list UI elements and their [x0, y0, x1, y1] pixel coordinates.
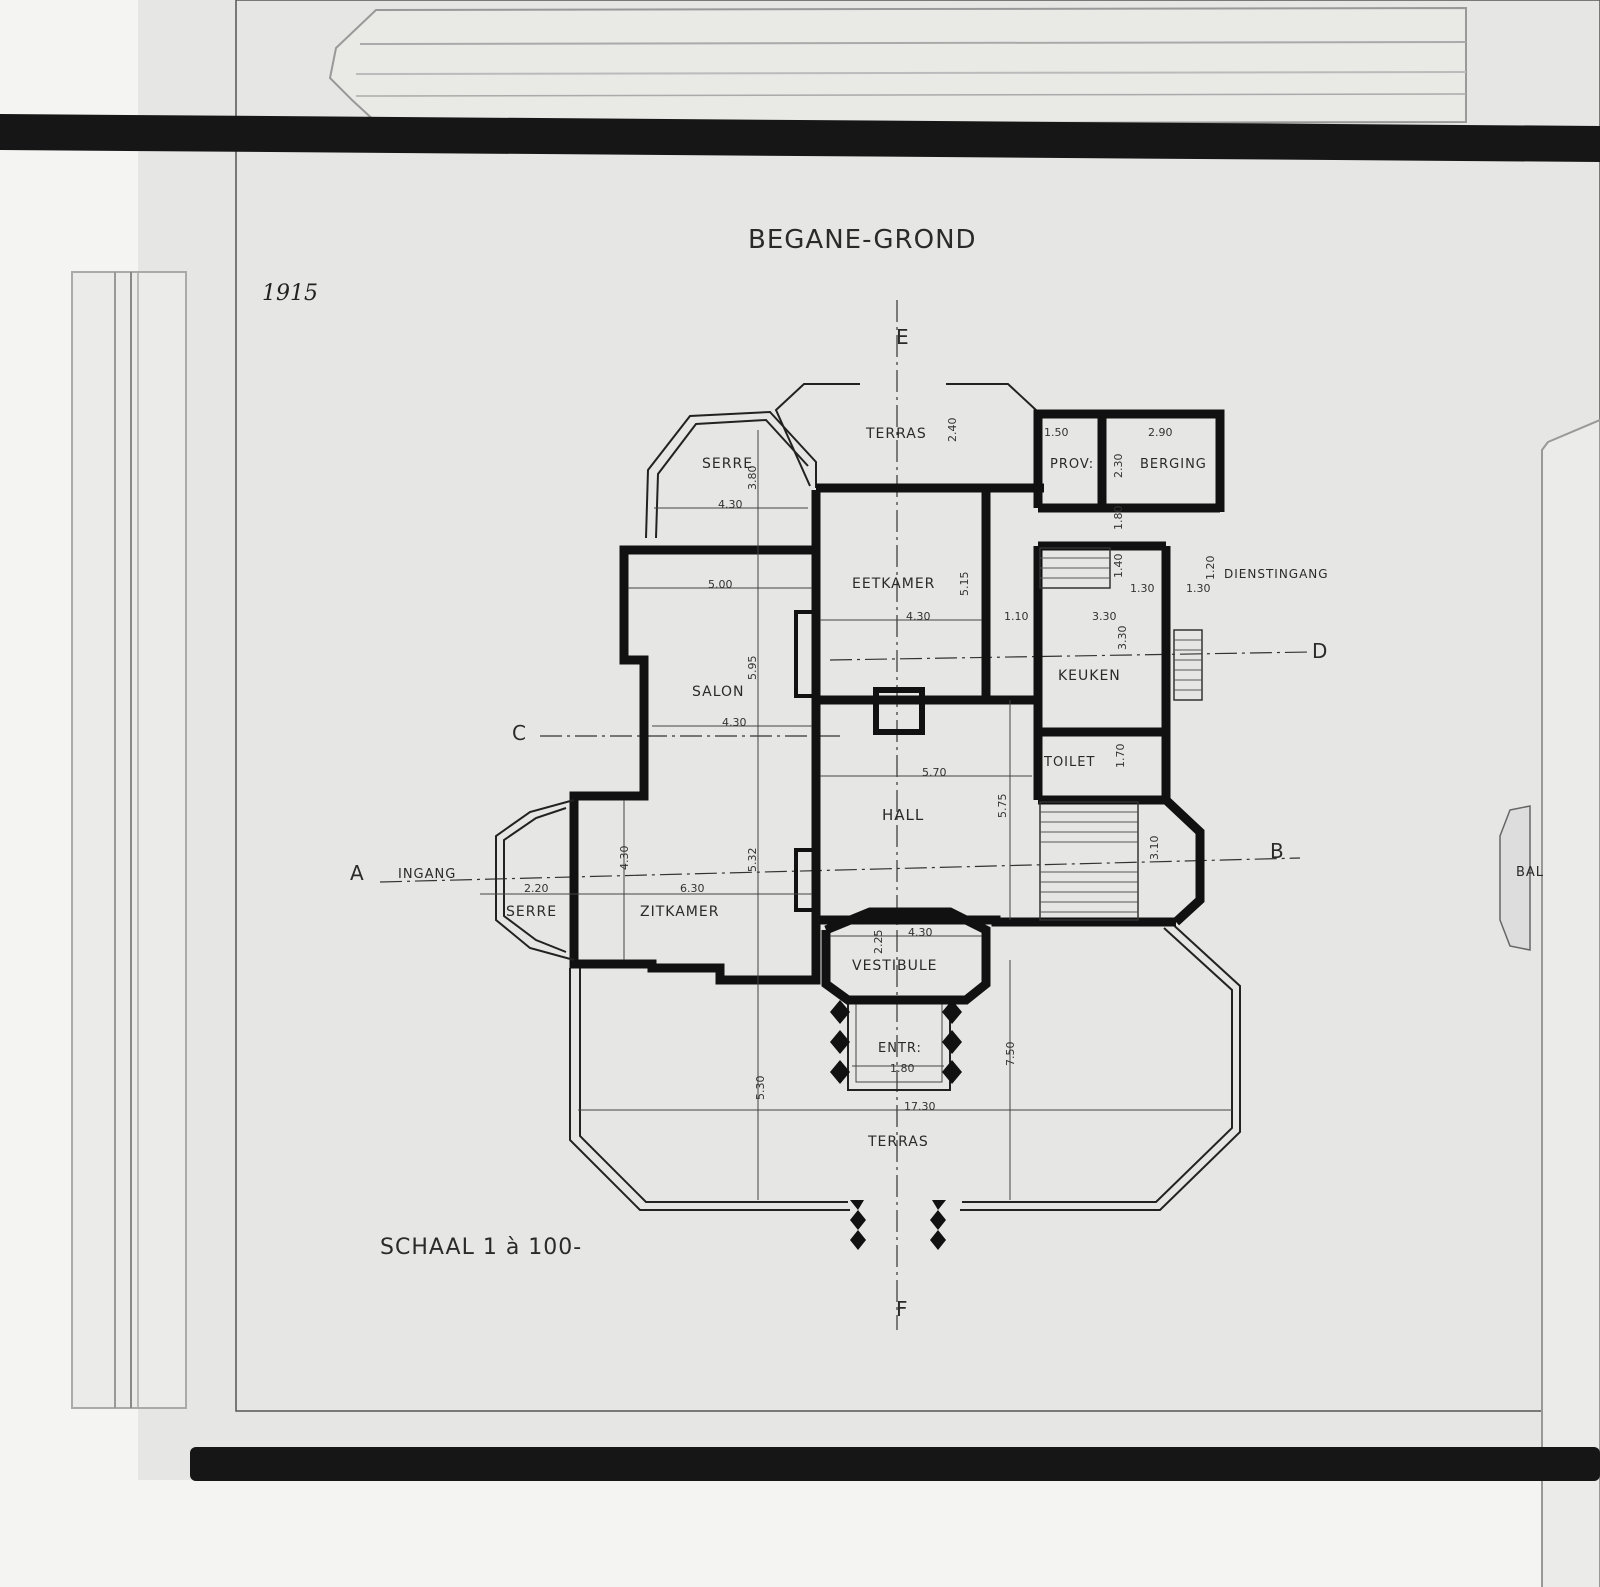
dim-salon-width: 4.30 [722, 716, 747, 729]
section-lines [379, 300, 1311, 1330]
room-balcony-partial: BAL [1516, 865, 1544, 880]
room-zitkamer: ZITKAMER [640, 904, 719, 920]
fireplaces [794, 610, 925, 912]
section-marker-e: E [896, 325, 910, 349]
dim-stair-3: 1.30 [1130, 582, 1155, 595]
dim-prov-width: 1.50 [1044, 426, 1069, 439]
dim-berging-depth: 2.30 [1112, 454, 1125, 479]
section-marker-a: A [350, 861, 365, 885]
dim-passage-width: 1.10 [1004, 610, 1029, 623]
dim-hall-width: 5.70 [922, 766, 947, 779]
dim-toilet-depth: 1.70 [1114, 744, 1127, 769]
walls [495, 383, 1225, 1005]
left-molding [71, 271, 187, 1409]
room-serre-west: SERRE [506, 904, 557, 920]
section-marker-c: C [512, 721, 527, 745]
paper-sheet [138, 0, 1600, 1480]
stairs [1039, 547, 1203, 921]
dim-zitkamer-depth-2: 5.32 [746, 848, 759, 873]
dim-salon-depth: 5.95 [746, 656, 759, 681]
room-keuken: KEUKEN [1058, 668, 1121, 684]
dim-tower-radius: 3.10 [1148, 836, 1161, 861]
dim-ingang-width: 2.20 [524, 882, 549, 895]
section-marker-f: F [896, 1297, 909, 1321]
dim-vestibule-depth: 2.25 [872, 930, 885, 955]
room-salon: SALON [692, 684, 745, 700]
dim-terras-south-width: 17.30 [904, 1100, 936, 1113]
dimension-lines [480, 430, 1232, 1200]
dim-hall-depth: 5.75 [996, 794, 1009, 819]
room-berging: BERGING [1140, 457, 1207, 472]
room-toilet: TOILET [1043, 755, 1095, 770]
dim-stair-2: 1.40 [1112, 554, 1125, 579]
frame-bar-top [0, 114, 1600, 162]
dim-terras-south-depth-right: 7.50 [1004, 1042, 1017, 1067]
entrance-steps [830, 1000, 962, 1091]
dim-serre-depth: 3.80 [746, 466, 759, 491]
dim-serre-width: 4.30 [718, 498, 743, 511]
dim-berging-width: 2.90 [1148, 426, 1173, 439]
room-hall: HALL [882, 806, 924, 824]
room-dienstingang: DIENSTINGANG [1224, 567, 1329, 581]
section-marker-b: B [1270, 839, 1285, 863]
frame-bar-bottom [190, 1447, 1600, 1481]
dim-zitkamer-width: 6.30 [680, 882, 705, 895]
dim-dienst-2: 1.20 [1204, 556, 1217, 581]
room-eetkamer: EETKAMER [852, 576, 935, 592]
dim-dienst-1: 1.30 [1186, 582, 1211, 595]
room-entr: ENTR: [878, 1041, 922, 1056]
room-vestibule: VESTIBULE [852, 958, 938, 974]
dim-vestibule-width: 4.30 [908, 926, 933, 939]
top-molding [328, 6, 1467, 126]
room-terras-south: TERRAS [867, 1134, 929, 1150]
drawing-title: BEGANE-GROND [748, 225, 977, 255]
dim-terras-south-depth-left: 5.30 [754, 1076, 767, 1101]
dim-eetkamer-width: 4.30 [906, 610, 931, 623]
drawing-year: 1915 [262, 281, 318, 306]
dim-eetkamer-depth: 5.15 [958, 572, 971, 597]
dim-entr-width: 1.80 [890, 1062, 915, 1075]
south-terrace [569, 919, 1241, 1250]
dim-keuken-depth: 3.30 [1116, 626, 1129, 651]
right-molding [1499, 418, 1600, 1587]
room-terras-north: TERRAS [865, 426, 927, 442]
dim-terras-depth: 2.40 [946, 418, 959, 443]
drawing-border [235, 0, 1600, 1412]
dim-keuken-width: 3.30 [1092, 610, 1117, 623]
room-serre-north: SERRE [702, 456, 753, 472]
dim-stair-1: 1.80 [1112, 506, 1125, 531]
section-marker-d: D [1312, 639, 1328, 663]
room-prov: PROV: [1050, 457, 1094, 472]
room-ingang: INGANG [398, 867, 456, 882]
dim-zitkamer-depth: 4.30 [618, 846, 631, 871]
drawing-scale: SCHAAL 1 à 100- [380, 1235, 582, 1260]
dim-salon-width-top: 5.00 [708, 578, 733, 591]
